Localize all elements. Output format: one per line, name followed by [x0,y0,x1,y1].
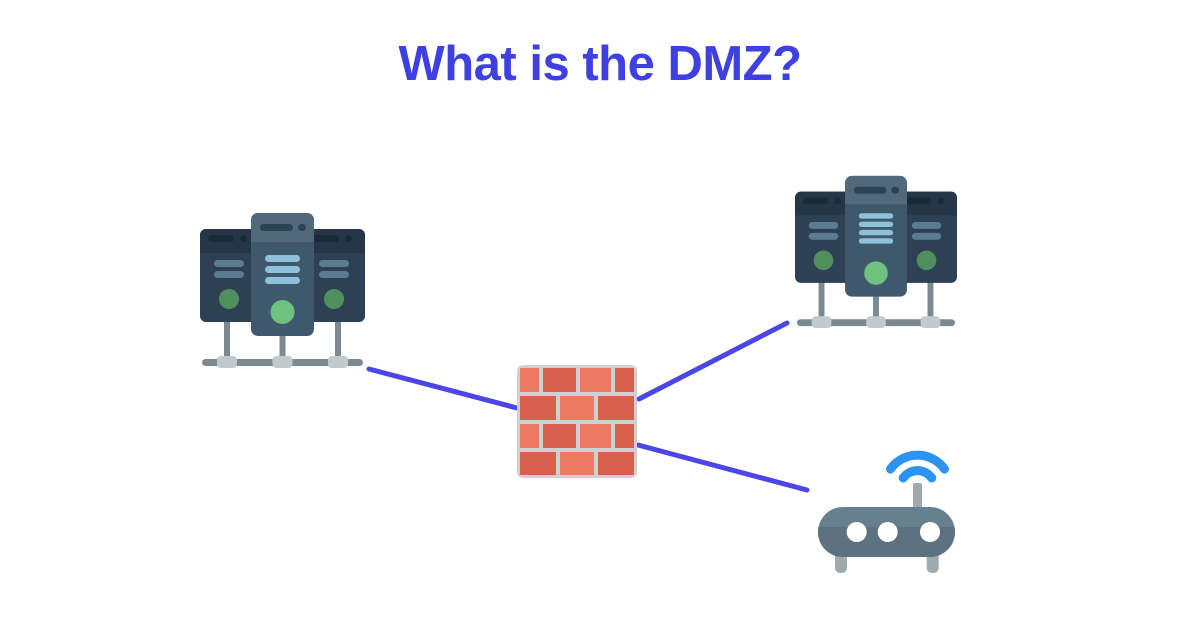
rack-connector-pads [217,356,348,368]
server-tower-side-left [200,229,260,322]
server-tower-side-right [305,229,365,322]
router-port-light [877,522,898,542]
connector-line-servers-to-firewall [366,366,520,411]
router-port-light [920,522,940,542]
page-title: What is the DMZ? [398,37,802,91]
brick-row-2 [520,396,634,420]
status-led [270,300,295,324]
status-led [916,250,937,271]
status-led [324,289,344,309]
brick-row-1 [520,368,634,392]
router-port-light [846,522,867,542]
router-body [818,507,955,557]
status-led [864,261,888,285]
server-cluster-left-icon [200,209,365,371]
server-tower-side-left [795,191,854,283]
server-tower-side-right [898,191,957,283]
rack-connector-pads [811,316,941,329]
wifi-router-icon [815,443,960,576]
server-tower-center [251,213,314,336]
status-led [219,289,239,309]
connector-line-firewall-to-dmz-servers [636,320,790,402]
wifi-signal-icon [886,450,949,483]
status-led [813,250,834,271]
brick-row-3 [520,424,634,448]
brick-row-4 [520,452,634,475]
server-cluster-top-right-icon [795,172,957,331]
router-antenna [913,483,922,509]
firewall-brick-wall-icon [517,365,637,478]
connector-line-firewall-to-router [635,442,810,493]
server-tower-center [845,175,907,297]
